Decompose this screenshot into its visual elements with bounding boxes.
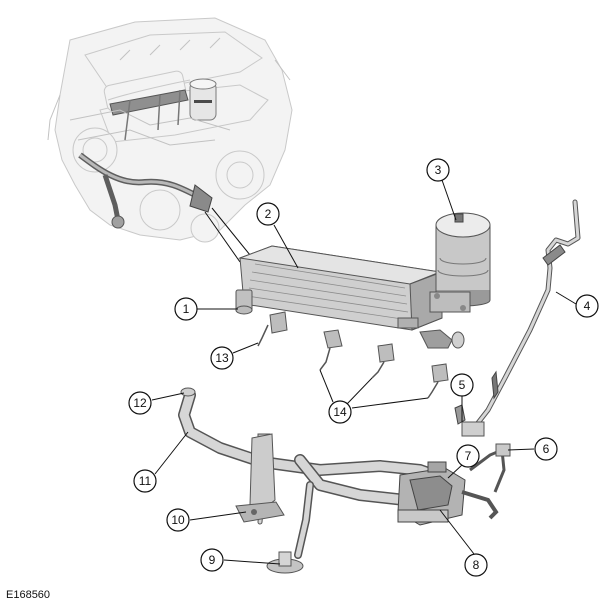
callout-14: 14 — [328, 400, 352, 424]
oil-filter-canister — [429, 212, 491, 313]
callout-10: 10 — [166, 508, 190, 532]
callout-11-label: 11 — [139, 474, 152, 488]
callout-3: 3 — [426, 158, 450, 182]
callout-1: 1 — [174, 297, 198, 321]
callout-5: 5 — [450, 373, 474, 397]
callout-9-label: 9 — [209, 553, 216, 567]
figure-reference-code: E168560 — [6, 589, 51, 601]
connector-14-a — [319, 329, 343, 371]
connector-14-c — [427, 363, 449, 399]
callout-9: 9 — [200, 548, 224, 572]
callout-13: 13 — [210, 346, 234, 370]
callout-6-label: 6 — [543, 442, 550, 456]
callout-1-label: 1 — [183, 302, 190, 316]
callout-5-label: 5 — [459, 378, 466, 392]
callout-2: 2 — [256, 202, 280, 226]
callout-8: 8 — [464, 553, 488, 577]
callout-4: 4 — [575, 294, 599, 318]
breather-tube — [471, 199, 581, 431]
callout-7-label: 7 — [465, 449, 472, 463]
callout-2-label: 2 — [265, 207, 272, 221]
connector-14-b — [371, 343, 395, 379]
callout-11: 11 — [133, 469, 157, 493]
callout-7: 7 — [456, 444, 480, 468]
callout-12: 12 — [128, 391, 152, 415]
callout-3-label: 3 — [435, 163, 442, 177]
callout-13-label: 13 — [215, 351, 229, 365]
bracket-lower — [235, 433, 285, 523]
callout-4-label: 4 — [584, 299, 591, 313]
leader-lines — [151, 179, 577, 565]
callout-8-label: 8 — [473, 558, 480, 572]
connector-13 — [257, 311, 288, 347]
callout-12-label: 12 — [133, 396, 147, 410]
callout-6: 6 — [534, 437, 558, 461]
drain-plug — [266, 551, 304, 574]
callout-14-label: 14 — [333, 405, 347, 419]
engine-overview — [47, 17, 293, 263]
oil-cooler — [235, 245, 465, 349]
callout-10-label: 10 — [171, 513, 185, 527]
oil-filter-housing-ghost — [189, 78, 217, 121]
